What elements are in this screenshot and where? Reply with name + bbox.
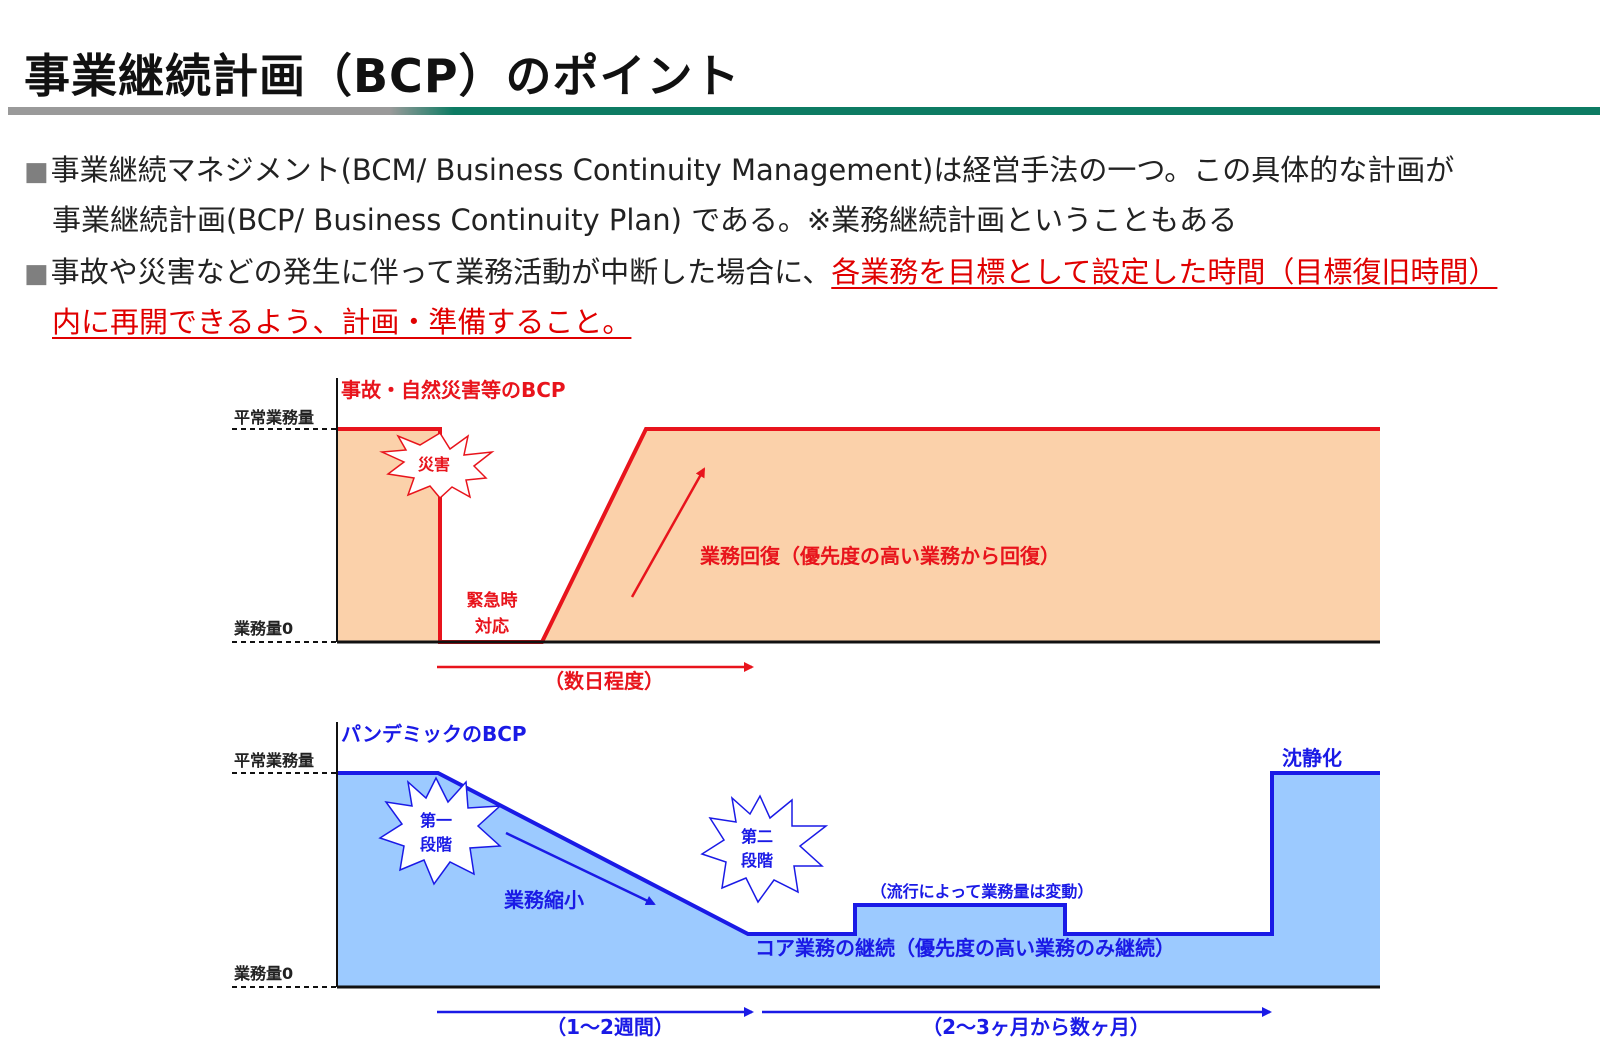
pandemic-core-label: コア業務の継続（優先度の高い業務のみ継続） [755, 936, 1175, 960]
pandemic-level-normal: 平常業務量 [234, 751, 314, 770]
disaster-level-zero: 業務量0 [233, 619, 293, 638]
bullet-definition: ■事故や災害などの発生に伴って業務活動が中断した場合に、各業務を目標として設定し… [24, 248, 1584, 346]
disaster-duration-label: （数日程度） [544, 669, 664, 693]
pandemic-burst2-line2: 段階 [741, 851, 773, 870]
pandemic-burst1-line2: 段階 [420, 835, 452, 854]
bullet-bcm: ■事業継続マネジメント(BCM/ Business Continuity Man… [24, 146, 1584, 244]
bullet-definition-highlight2: 内に再開できるよう、計画・準備すること。 [52, 305, 632, 339]
pandemic-level-zero: 業務量0 [233, 964, 293, 983]
disaster-burst-icon [379, 431, 495, 500]
pandemic-duration1-label: （1～2週間） [546, 1015, 674, 1039]
bullet-definition-highlight1: 各業務を目標として設定した時間（目標復旧時間） [831, 255, 1498, 289]
pandemic-shrink-label: 業務縮小 [504, 888, 584, 912]
disaster-level-normal: 平常業務量 [234, 408, 314, 427]
pandemic-burst2-icon [700, 794, 829, 904]
disaster-diagram-title: 事故・自然災害等のBCP [341, 378, 566, 402]
disaster-recovery-arrow [630, 467, 706, 598]
bullet-definition-line2: 内に再開できるよう、計画・準備すること。 [24, 298, 1584, 346]
pandemic-shrink-arrow [505, 831, 656, 906]
bullet-definition-plain: 事故や災害などの発生に伴って業務活動が中断した場合に、 [50, 255, 832, 289]
pandemic-duration2-label: （2～3ヶ月から数ヶ月） [922, 1015, 1150, 1039]
disaster-workload-area [337, 429, 1380, 642]
disaster-recovery-label: 業務回復（優先度の高い業務から回復） [700, 544, 1060, 568]
disaster-burst-label: 災害 [418, 455, 450, 474]
pandemic-calm-label: 沈静化 [1282, 746, 1342, 770]
bullet-definition-line1: ■事故や災害などの発生に伴って業務活動が中断した場合に、各業務を目標として設定し… [24, 248, 1584, 298]
bullet-bcm-line1: ■事業継続マネジメント(BCM/ Business Continuity Man… [24, 146, 1584, 196]
disaster-emergency-line1: 緊急時 [467, 590, 518, 611]
pandemic-fluctuation-label: （流行によって業務量は変動） [871, 882, 1094, 901]
pandemic-burst1-line1: 第一 [420, 811, 452, 830]
disaster-emergency-line2: 対応 [474, 616, 509, 637]
pandemic-workload-area [337, 773, 1380, 987]
pandemic-workload-line [337, 771, 1380, 936]
pandemic-diagram-title: パンデミックのBCP [341, 722, 527, 746]
bullet-bcm-line2: 事業継続計画(BCP/ Business Continuity Plan) であ… [52, 203, 1238, 237]
bullet-bcm-text1: 事業継続マネジメント(BCM/ Business Continuity Mana… [50, 153, 1455, 187]
bullet-marker: ■ [24, 157, 49, 187]
page-title: 事業継続計画（BCP）のポイント [24, 49, 741, 103]
diagram-pandemic: 平常業務量 業務量0 パンデミックのBCP 第一 段階 第二 段階 業務縮小 （… [232, 722, 1380, 1039]
pandemic-burst2-line1: 第二 [741, 827, 773, 846]
pandemic-burst1-icon [378, 776, 503, 886]
title-underline-bar [8, 107, 1600, 115]
bullet-marker: ■ [24, 259, 49, 289]
diagram-disaster: 平常業務量 業務量0 事故・自然災害等のBCP 災害 緊急時 対応 業務回復（優… [232, 378, 1380, 693]
